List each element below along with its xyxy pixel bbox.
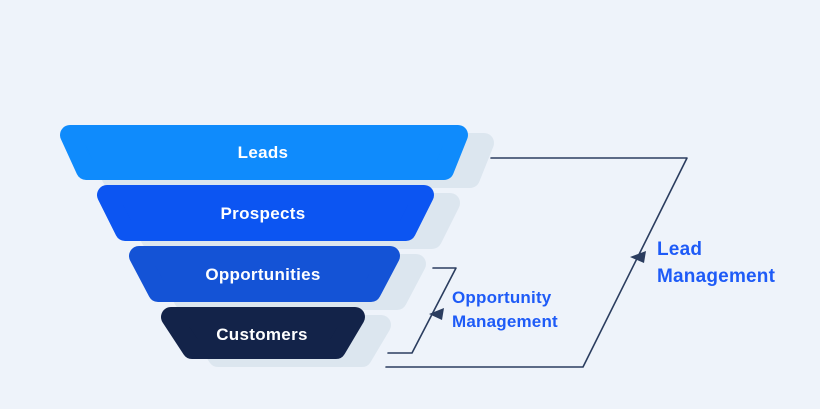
funnel-stage-label-leads: Leads bbox=[238, 143, 289, 162]
funnel-stage-label-customers: Customers bbox=[216, 325, 308, 344]
funnel-stage-leads bbox=[60, 125, 468, 180]
lead-management-label: Lead Management bbox=[657, 236, 775, 290]
funnel-stage-customers bbox=[161, 307, 365, 359]
lead-management-line1: Lead bbox=[657, 239, 703, 260]
opportunity-management-bracket bbox=[387, 267, 457, 354]
lead-management-line2: Management bbox=[657, 266, 776, 287]
lead-management-bracket bbox=[385, 157, 688, 368]
funnel-stage-label-prospects: Prospects bbox=[221, 204, 306, 223]
lead-arrow-icon bbox=[630, 251, 646, 263]
funnel-stage-prospects bbox=[97, 185, 434, 241]
funnel-stage-label-opportunities: Opportunities bbox=[205, 265, 320, 284]
opportunity-management-line1: Opportunity bbox=[452, 288, 552, 307]
opportunity-management-line2: Management bbox=[452, 312, 558, 331]
funnel-stage-opportunities bbox=[129, 246, 400, 302]
opportunity-management-label: Opportunity Management bbox=[452, 286, 558, 334]
opportunity-arrow-icon bbox=[429, 308, 444, 320]
